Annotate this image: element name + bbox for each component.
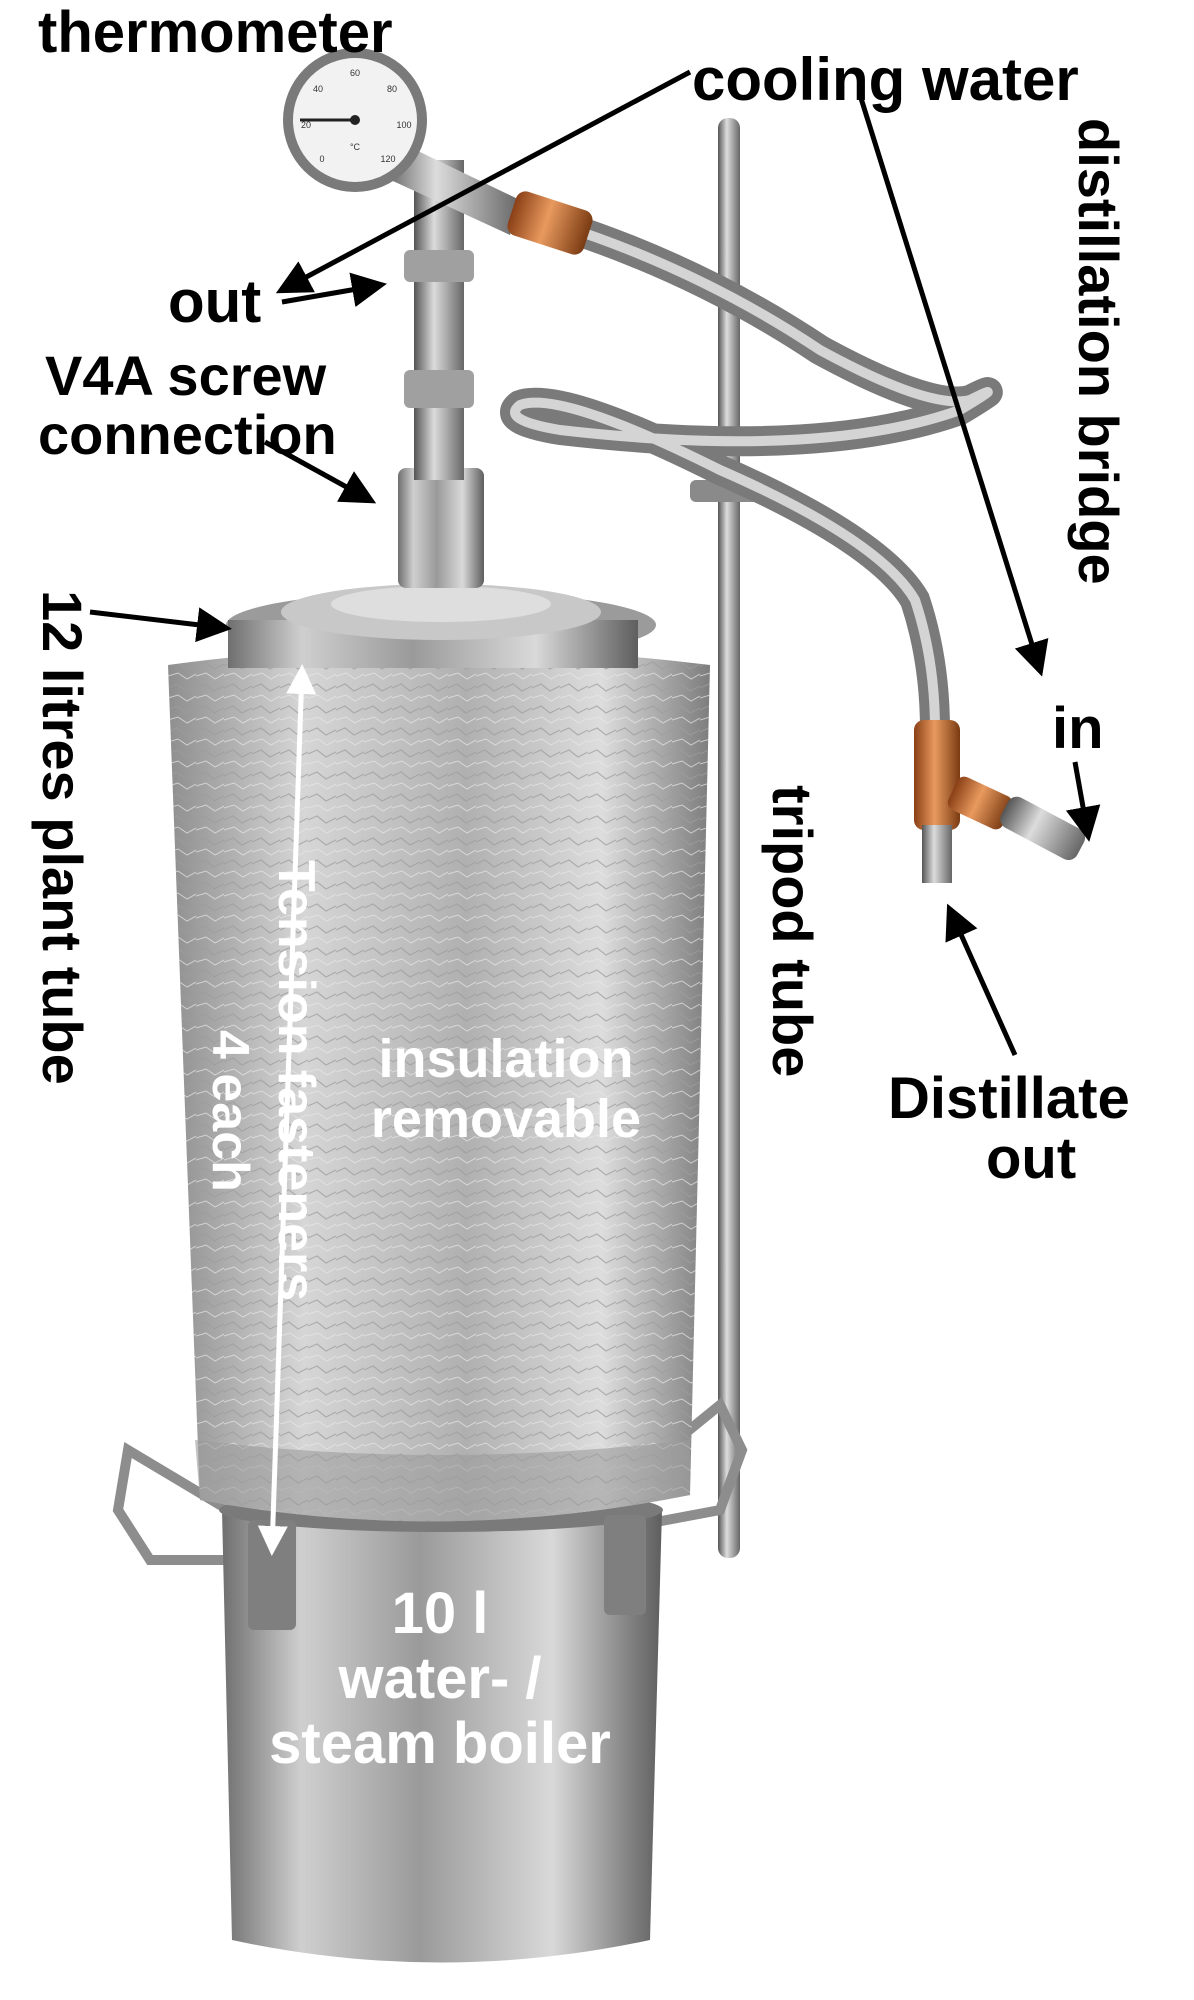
label-insulation-line2: removable <box>370 1089 642 1149</box>
label-boiler-line1: 10 l <box>391 1581 489 1646</box>
label-v4a-line2: connection <box>38 403 337 466</box>
arrow-out <box>281 272 387 308</box>
dial-number: 40 <box>313 84 323 94</box>
label-tripod-tube: tripod tube <box>761 785 824 1078</box>
thermometer: 0 20 40 60 80 100 120 °C <box>283 48 520 235</box>
label-out: out <box>168 268 262 335</box>
label-plant-tube: 12 litres plant tube <box>31 590 94 1085</box>
arrow-in <box>1065 761 1101 842</box>
steam-boiler <box>219 1488 663 1963</box>
label-distillate-line2: out <box>986 1126 1077 1191</box>
v4a-screw-connection <box>398 160 484 588</box>
dial-number: 60 <box>350 68 360 78</box>
dial-number: 20 <box>301 120 311 130</box>
label-boiler-line2: water- / <box>338 1646 542 1711</box>
label-insulation-line1: insulation <box>378 1029 634 1089</box>
arrow-cooling-out <box>275 69 692 294</box>
dial-number: 100 <box>396 120 411 130</box>
tension-arrow <box>257 664 317 1556</box>
label-cooling-water: cooling water <box>692 46 1079 113</box>
label-distillate-line1: Distillate <box>888 1066 1130 1131</box>
label-distillation-bridge: distillation bridge <box>1067 118 1130 585</box>
label-boiler-line3: steam boiler <box>269 1711 611 1776</box>
distillation-bridge-coil <box>500 210 1003 745</box>
plant-tube-lid <box>226 584 656 668</box>
dial-unit: °C <box>350 142 361 152</box>
copper-fitting-top <box>507 191 593 255</box>
arrow-cooling-in <box>857 94 1049 677</box>
arrow-v4a <box>263 439 377 504</box>
label-tension-line2: 4 each <box>201 1030 259 1192</box>
stand-handles <box>112 1397 748 1565</box>
label-tension-line1: Tension fasteners <box>267 860 325 1302</box>
dial-number: 120 <box>380 154 395 164</box>
label-thermometer: thermometer <box>38 0 393 65</box>
dial-number: 0 <box>319 154 324 164</box>
annotation-arrows <box>89 69 1101 1057</box>
label-in: in <box>1052 696 1104 761</box>
arrow-plant-tube <box>89 607 232 643</box>
arrow-distillate <box>945 903 1018 1057</box>
copper-t-fitting <box>914 720 1086 883</box>
label-v4a-line1: V4A screw <box>45 344 327 407</box>
dial-number: 80 <box>387 84 397 94</box>
